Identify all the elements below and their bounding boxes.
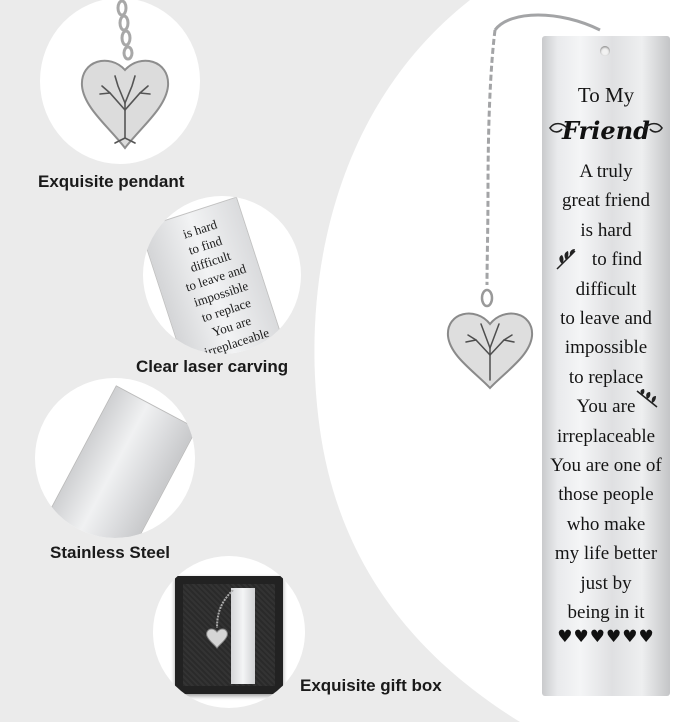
caption-stainless-steel: Stainless Steel <box>50 543 171 562</box>
bookmark-line: impossible <box>564 337 648 359</box>
bookmark-line: is hard <box>580 219 632 241</box>
caption-laser-carving: Clear laser carving <box>136 357 289 376</box>
bookmark-line: my life better <box>554 543 658 565</box>
caption-gift-box: Exquisite gift box <box>300 676 442 695</box>
leaf-sprig-icon <box>556 249 576 270</box>
leaf-sprig-icon <box>636 389 658 408</box>
bookmark-line: You are one of <box>550 455 662 477</box>
bookmark-line: to replace <box>568 366 644 388</box>
bookmark: To My Friend A truly great friend is har… <box>542 36 670 696</box>
gift-box-pendant-icon <box>206 590 234 649</box>
pendant-closeup-image <box>80 0 170 150</box>
bookmark-line: difficult <box>575 278 637 300</box>
caption-pendant: Exquisite pendant <box>38 172 185 191</box>
flourish-left-icon <box>549 122 569 133</box>
hearts-row: ♥♥♥♥♥♥ <box>557 627 655 647</box>
bookmark-line: to find <box>591 249 643 271</box>
steel-closeup-circle <box>35 378 195 538</box>
bookmark-line: A truly <box>579 161 633 182</box>
giftbox-closeup-circle <box>153 556 305 708</box>
gift-box-inner <box>183 584 275 686</box>
pendant-closeup-circle <box>40 0 200 164</box>
gift-box <box>175 576 283 694</box>
bookmark-line: just by <box>580 572 632 594</box>
bookmark-line: You are <box>576 396 636 418</box>
bookmark-heading: To My <box>577 83 635 107</box>
bookmark-hole <box>600 46 610 56</box>
flourish-right-icon <box>643 122 663 133</box>
bookmark-friend-script: Friend <box>562 116 650 145</box>
carving-closeup-circle: is hard to find difficult to leave and i… <box>143 196 301 354</box>
bookmark-line: great friend <box>561 190 651 212</box>
bookmark-line: who make <box>566 513 646 535</box>
bookmark-line: being in it <box>567 602 645 624</box>
bookmark-line: those people <box>558 484 654 506</box>
gift-box-bookmark <box>231 588 255 684</box>
bookmark-chain-pendant <box>446 13 601 390</box>
bookmark-body: A truly great friend is hard to find dif… <box>542 157 670 628</box>
carving-closeup-plate: is hard to find difficult to leave and i… <box>143 196 293 354</box>
bookmark-line: to leave and <box>560 308 652 330</box>
bookmark-line: irreplaceable <box>556 425 656 447</box>
